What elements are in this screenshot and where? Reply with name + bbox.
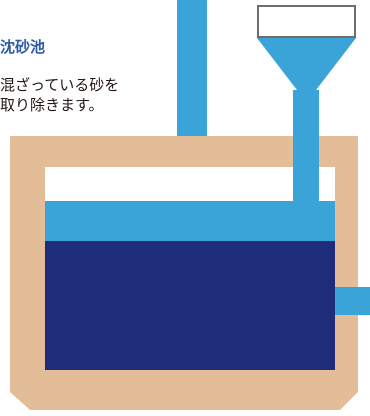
hopper-funnel-icon [257, 38, 356, 90]
caption-title: 沈砂池 [0, 38, 46, 56]
caption-line-2: 取り除きます。 [0, 96, 104, 114]
caption-line-1: 混ざっている砂を [0, 76, 120, 94]
settled-sand-layer [45, 241, 335, 370]
caption-description: 混ざっている砂を 取り除きます。 [0, 75, 119, 115]
hopper-funnel-rim [257, 5, 356, 38]
water-surface-layer [45, 201, 335, 241]
outlet-pipe [335, 287, 370, 315]
drop-pipe [293, 90, 319, 202]
inflow-pipe [177, 0, 207, 136]
